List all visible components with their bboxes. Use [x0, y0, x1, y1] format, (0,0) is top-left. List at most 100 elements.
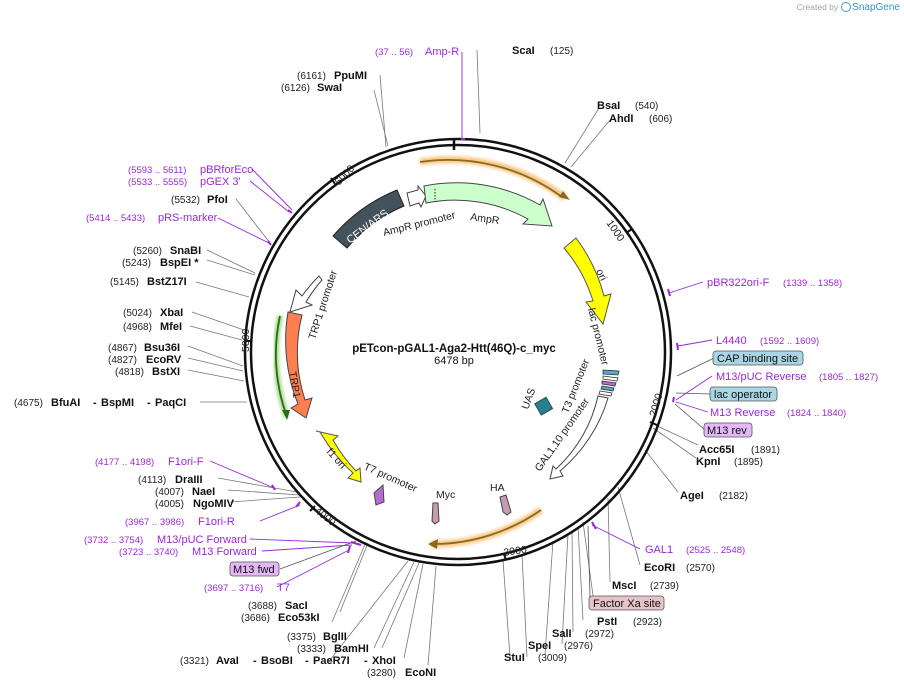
primer-m13-forward-pos: (3723 .. 3740) [119, 547, 178, 558]
tick-label-5000: 5000 [240, 328, 252, 352]
enzyme-saci: SacI [285, 600, 308, 612]
trp1-outer [275, 315, 287, 415]
t7-promoter-label: T7 promoter [362, 461, 420, 495]
primer-prs-marker-pos: (5414 .. 5433) [86, 213, 145, 224]
factor-xa-site-label: Factor Xa site [593, 598, 661, 610]
enzyme-psti-pos: (2923) [633, 617, 662, 628]
primer-m13puc-reverse-pos: (1805 .. 1827) [819, 372, 878, 383]
enzyme-bspmi: BspMI [101, 397, 134, 409]
primer-m13puc-reverse: M13/pUC Reverse [716, 371, 806, 383]
m13-fwd-box: M13 fwd [229, 540, 357, 577]
enzyme-xhoi: XhoI [372, 655, 396, 667]
enzyme-bstz17i: BstZ17I [147, 276, 187, 288]
myc-label: Myc [436, 489, 455, 501]
primer-f1ori-r: F1ori-R [198, 516, 235, 528]
cap-binding-site-label: CAP binding site [717, 353, 798, 365]
credit-prefix: Created by [796, 2, 839, 12]
snapgene-logo-icon [841, 2, 852, 12]
enzyme-pfoi-pos: (5532) [171, 195, 200, 206]
lac-region [598, 369, 620, 397]
outer-feature-bottom-glow [430, 507, 543, 548]
primer-t7-pos: (3697 .. 3716) [204, 583, 263, 594]
enzyme-ngomiv-pos: (4005) [155, 499, 184, 510]
primer-pgex3-pos: (5533 .. 5555) [128, 177, 187, 188]
outer-feature-bottom [433, 509, 542, 545]
primer-site-marks [267, 138, 679, 554]
outer-feature-top [419, 159, 563, 198]
enzyme-ahdi-pos: (606) [649, 114, 672, 125]
trp1-feature [285, 311, 313, 419]
enzyme-scai: ScaI [512, 45, 535, 57]
enzyme-bamhi-pos: (3333) [297, 644, 326, 655]
enzyme-ahdi: AhdI [609, 113, 633, 125]
enzyme-draiii-pos: (4113) [138, 475, 166, 486]
enzyme-stui-pos: (3009) [538, 653, 567, 664]
enzyme-stui: StuI [504, 652, 525, 664]
ha-feature [499, 494, 512, 516]
enzyme-bglii-pos: (3375) [287, 632, 316, 643]
enzyme-swai: SwaI [317, 82, 342, 94]
primer-m13-reverse-pos: (1824 .. 1840) [787, 408, 846, 419]
enzyme-bglii: BglII [323, 631, 347, 643]
enzyme-pfoi: PfoI [207, 194, 228, 206]
ampr-feature [423, 182, 553, 227]
enzyme-snabi-pos: (5260) [133, 246, 162, 257]
enzyme-bsai: BsaI [597, 100, 620, 112]
tick-label-1000: 1000 [604, 218, 627, 244]
enzyme-xbai-pos: (5024) [123, 308, 152, 319]
label-leader-lines [187, 49, 699, 666]
tick-label-3000: 3000 [503, 544, 528, 559]
primer-pbrforeco: pBRforEco [200, 164, 253, 176]
lac-operator-label: lac operator [714, 389, 772, 401]
multi-avai-pos: (3321) [180, 656, 209, 667]
primer-m13puc-forward-pos: (3732 .. 3754) [84, 535, 143, 546]
trp1-promoter-arrow [289, 275, 323, 313]
primer-m13-forward: M13 Forward [192, 546, 257, 558]
sep-2: - [305, 655, 309, 667]
m13-rev-box: M13 rev [674, 403, 753, 438]
backbone-inner-ring [249, 143, 667, 561]
outer-feature-bottom-arrowhead [428, 539, 438, 549]
enzyme-econi-pos: (3280) [367, 668, 396, 679]
trp1-label: TRP1 [286, 370, 303, 399]
enzyme-mfei: MfeI [160, 321, 182, 333]
enzyme-paer7i: PaeR7I [313, 655, 350, 667]
enzyme-bstxi-pos: (4818) [115, 367, 144, 378]
ha-label: HA [490, 482, 505, 494]
plasmid-name: pETcon-pGAL1-Aga2-Htt(46Q)-c_myc [352, 343, 556, 355]
credit-brand: SnapGene [852, 2, 900, 13]
plasmid-size: 6478 bp [434, 355, 474, 367]
ori-label: ori [593, 267, 609, 283]
outer-feature-top-arrowhead [559, 191, 570, 200]
primer-m13puc-forward: M13/pUC Forward [157, 534, 247, 546]
lac-promoter-label: lac promoter [585, 307, 611, 367]
f1-ori-label: f1 ori [324, 446, 349, 471]
primer-gal1: GAL1 [645, 544, 673, 556]
myc-feature [431, 502, 440, 525]
enzyme-draiii: DraIII [175, 474, 203, 486]
enzyme-naei: NaeI [192, 486, 215, 498]
factor-xa-site-box: Factor Xa site [587, 525, 665, 611]
enzyme-bamhi: BamHI [334, 643, 369, 655]
enzyme-snabi: SnaBI [170, 245, 201, 257]
gal-promoter-arrow [549, 395, 609, 480]
enzyme-bspei-pos: (5243) [122, 258, 151, 269]
enzyme-bspei: BspEI * [160, 257, 199, 269]
lac-operator-box: lac operator [675, 386, 778, 402]
enzyme-acc65i-pos: (1891) [751, 445, 780, 456]
m13-fwd-label: M13 fwd [233, 564, 275, 576]
uas-label: UAS [520, 387, 539, 411]
primer-pgex3: pGEX 3' [200, 176, 241, 188]
enzyme-paqci: PaqCI [155, 397, 186, 409]
primer-pbrforeco-pos: (5593 .. 5611) [128, 165, 186, 176]
enzyme-msci-pos: (2739) [650, 581, 679, 592]
enzyme-naei-pos: (4007) [155, 487, 184, 498]
primer-pbr322ori-f-pos: (1339 .. 1358) [783, 278, 842, 289]
enzyme-bstz17i-pos: (5145) [110, 277, 139, 288]
ori-feature [563, 237, 612, 326]
sep-3: - [364, 655, 368, 667]
enzyme-ecorv: EcoRV [146, 354, 182, 366]
primer-gal1-pos: (2525 .. 2548) [686, 545, 745, 556]
primer-f1ori-f: F1ori-F [168, 456, 204, 468]
enzyme-ppumi-pos: (6161) [297, 71, 326, 82]
